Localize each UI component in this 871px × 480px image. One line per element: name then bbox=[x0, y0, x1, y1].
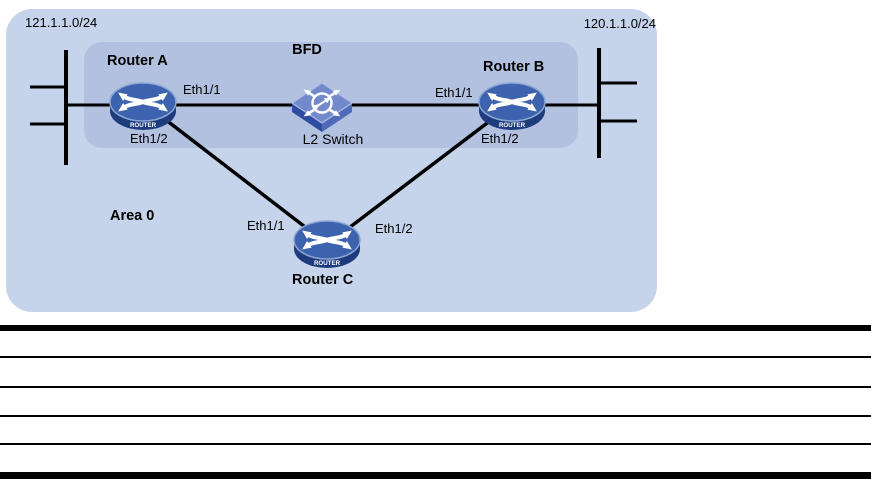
router-b-eth1-1-label: Eth1/1 bbox=[435, 85, 473, 100]
router-c-label: Router C bbox=[292, 272, 354, 288]
router-b-icon: ROUTER bbox=[478, 82, 546, 130]
subnet-right-label: 120.1.1.0/24 bbox=[583, 16, 656, 31]
router-b-badge: ROUTER bbox=[499, 122, 526, 129]
router-arrows-icon bbox=[302, 230, 352, 250]
table-row bbox=[0, 358, 871, 384]
router-b-label: Router B bbox=[483, 59, 545, 75]
router-a-badge: ROUTER bbox=[130, 122, 157, 129]
table-top-border bbox=[0, 325, 871, 331]
table-row bbox=[0, 445, 871, 471]
link-b-c bbox=[331, 109, 505, 242]
table-rule bbox=[0, 443, 871, 445]
table-rule bbox=[0, 415, 871, 417]
table-bottom-border bbox=[0, 472, 871, 479]
table-row bbox=[0, 417, 871, 443]
router-c-badge: ROUTER bbox=[314, 260, 341, 267]
table-rule bbox=[0, 356, 871, 358]
router-c-eth1-1-label: Eth1/1 bbox=[247, 218, 285, 233]
switch-glyph-icon bbox=[303, 89, 341, 117]
link-a-c bbox=[151, 108, 324, 242]
router-a-eth1-1-label: Eth1/1 bbox=[183, 82, 221, 97]
table-row bbox=[0, 388, 871, 414]
router-arrows-icon bbox=[118, 92, 168, 112]
table-rule bbox=[0, 386, 871, 388]
router-a-eth1-2-label: Eth1/2 bbox=[130, 131, 168, 146]
table-row bbox=[0, 331, 871, 357]
subnet-left-label: 121.1.1.0/24 bbox=[25, 15, 98, 30]
bfd-label: BFD bbox=[292, 42, 322, 58]
router-a-icon: ROUTER bbox=[109, 82, 177, 130]
l2-switch-icon bbox=[290, 82, 354, 132]
router-b-eth1-2-label: Eth1/2 bbox=[481, 131, 519, 146]
router-c-icon: ROUTER bbox=[293, 220, 361, 268]
router-arrows-icon bbox=[487, 92, 537, 112]
area0-label: Area 0 bbox=[110, 208, 155, 224]
router-c-eth1-2-label: Eth1/2 bbox=[375, 221, 413, 236]
router-a-label: Router A bbox=[107, 53, 168, 69]
l2-switch-label: L2 Switch bbox=[302, 131, 364, 147]
